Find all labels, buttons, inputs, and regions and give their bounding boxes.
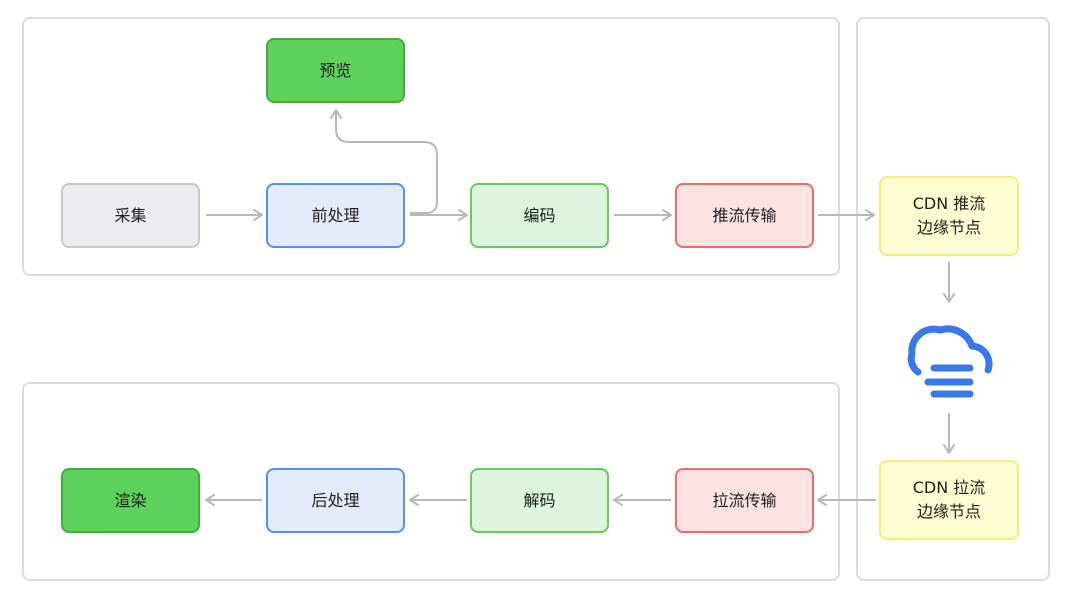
node-decode: 解码	[470, 468, 609, 533]
node-render: 渲染	[61, 468, 200, 533]
node-preview: 预览	[266, 38, 405, 103]
node-cdn-pull: CDN 拉流 边缘节点	[879, 460, 1019, 540]
node-capture: 采集	[61, 183, 200, 248]
node-push: 推流传输	[675, 183, 814, 248]
cloud-icon	[907, 325, 993, 398]
node-postprocess: 后处理	[266, 468, 405, 533]
node-preprocess: 前处理	[266, 183, 405, 248]
node-encode: 编码	[470, 183, 609, 248]
node-pull: 拉流传输	[675, 468, 814, 533]
arrow-preprocess-to-preview	[330, 109, 438, 214]
node-cdn-push: CDN 推流 边缘节点	[879, 176, 1019, 256]
